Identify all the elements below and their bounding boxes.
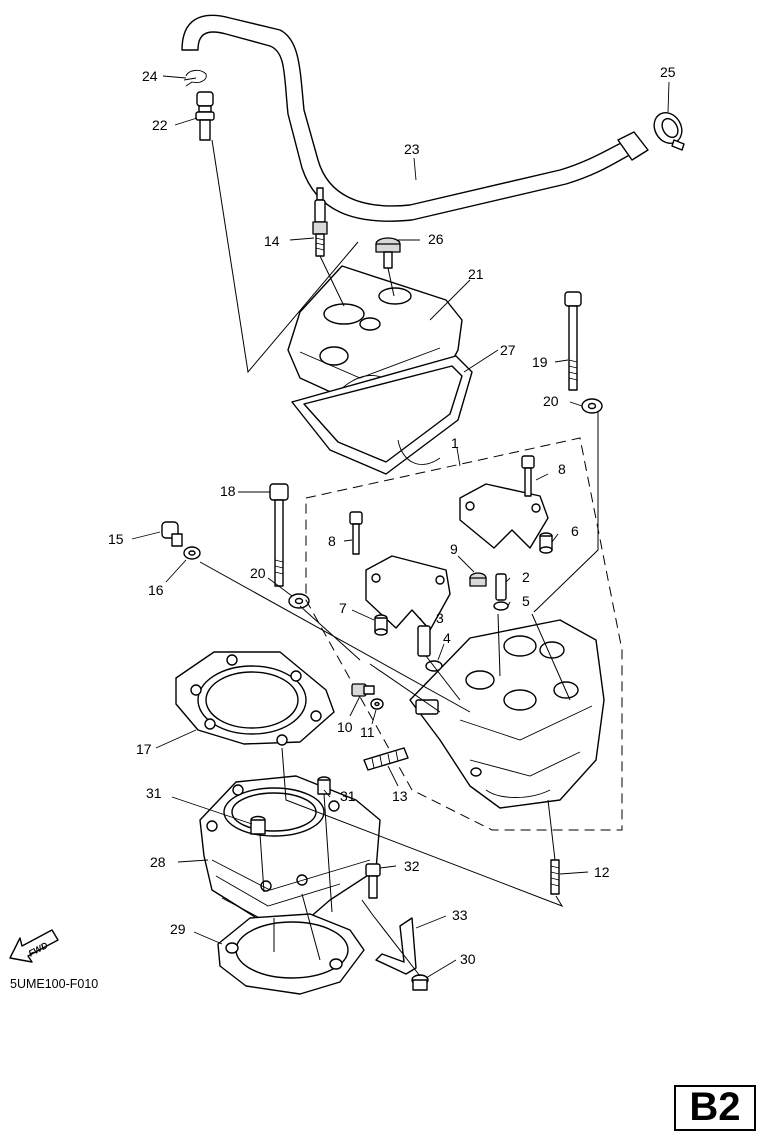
callout-11: 11 <box>360 724 375 740</box>
callout-6: 6 <box>571 523 579 539</box>
callout-30: 30 <box>460 951 476 967</box>
bolt-short <box>161 521 183 547</box>
camshaft-cap-left <box>349 511 451 631</box>
oil-plug <box>375 237 401 269</box>
spark-plug <box>312 187 328 257</box>
callout-27: 27 <box>500 342 516 358</box>
callout-8-left: 8 <box>328 533 336 549</box>
leader-lines <box>131 75 670 979</box>
cylinder-bolt <box>365 863 381 899</box>
callout-25: 25 <box>660 64 676 80</box>
hose-clamp <box>653 111 685 151</box>
callout-14: 14 <box>264 233 280 249</box>
callout-labels: 1 2 3 4 5 6 7 8 8 9 10 11 12 13 14 15 16… <box>108 64 676 967</box>
hose-fitting <box>195 91 215 141</box>
callout-4: 4 <box>443 630 451 646</box>
fitting-upper <box>495 573 507 601</box>
callout-18: 18 <box>220 483 236 499</box>
callout-31-left: 31 <box>146 785 162 801</box>
dowel-pin-left <box>374 614 388 636</box>
dowel-cylinder-right <box>317 776 331 795</box>
callout-20-right: 20 <box>543 393 559 409</box>
stud <box>363 747 409 771</box>
callout-32: 32 <box>404 858 420 874</box>
bolt-small <box>351 683 375 697</box>
callout-8-right: 8 <box>558 461 566 477</box>
callout-5: 5 <box>522 593 530 609</box>
washer-left <box>288 593 310 609</box>
plug <box>469 572 487 587</box>
assembly-group-boundary <box>305 437 623 831</box>
page-badge: B2 <box>674 1085 756 1131</box>
washer-small <box>183 546 201 560</box>
callout-3: 3 <box>436 610 444 626</box>
cylinder-base-gasket <box>217 913 365 995</box>
callout-9: 9 <box>450 541 458 557</box>
fitting-lower <box>417 625 431 657</box>
callout-22: 22 <box>152 117 168 133</box>
callout-2: 2 <box>522 569 530 585</box>
assembly-lines <box>199 139 599 977</box>
breather-hose <box>181 14 649 222</box>
diagram-code: 5UME100-F010 <box>10 977 98 991</box>
callout-1: 1 <box>451 435 459 451</box>
cover-gasket <box>291 355 473 475</box>
bolt-long-right <box>564 291 582 391</box>
bracket-bolt <box>411 974 429 991</box>
callout-24: 24 <box>142 68 158 84</box>
callout-17: 17 <box>136 741 152 757</box>
callout-16: 16 <box>148 582 164 598</box>
dowel-pin-right <box>539 532 553 554</box>
bolt-long-left <box>269 483 289 587</box>
callout-29: 29 <box>170 921 186 937</box>
callout-31-right: 31 <box>340 788 356 804</box>
hose-clip <box>183 69 207 87</box>
washer-right <box>581 398 603 414</box>
forward-direction-arrow: FWD <box>9 929 59 963</box>
washer-tiny <box>370 698 384 710</box>
callout-28: 28 <box>150 854 166 870</box>
callout-33: 33 <box>452 907 468 923</box>
cylinder-head-gasket <box>175 651 335 746</box>
stud-vertical <box>550 859 560 895</box>
camshaft-cap-right <box>459 455 549 549</box>
callout-15: 15 <box>108 531 124 547</box>
dowel-cylinder-left <box>250 815 266 835</box>
cylinder-head <box>409 619 605 809</box>
cylinder <box>199 775 381 927</box>
page-badge-label: B2 <box>689 1085 741 1129</box>
callout-19: 19 <box>532 354 548 370</box>
callout-21: 21 <box>468 266 484 282</box>
callout-26: 26 <box>428 231 444 247</box>
callout-7: 7 <box>339 600 347 616</box>
callout-13: 13 <box>392 788 408 804</box>
callout-20-left: 20 <box>250 565 266 581</box>
o-ring-upper <box>493 601 509 611</box>
callout-12: 12 <box>594 864 610 880</box>
callout-10: 10 <box>337 719 353 735</box>
bracket <box>375 917 417 975</box>
callout-23: 23 <box>404 141 420 157</box>
